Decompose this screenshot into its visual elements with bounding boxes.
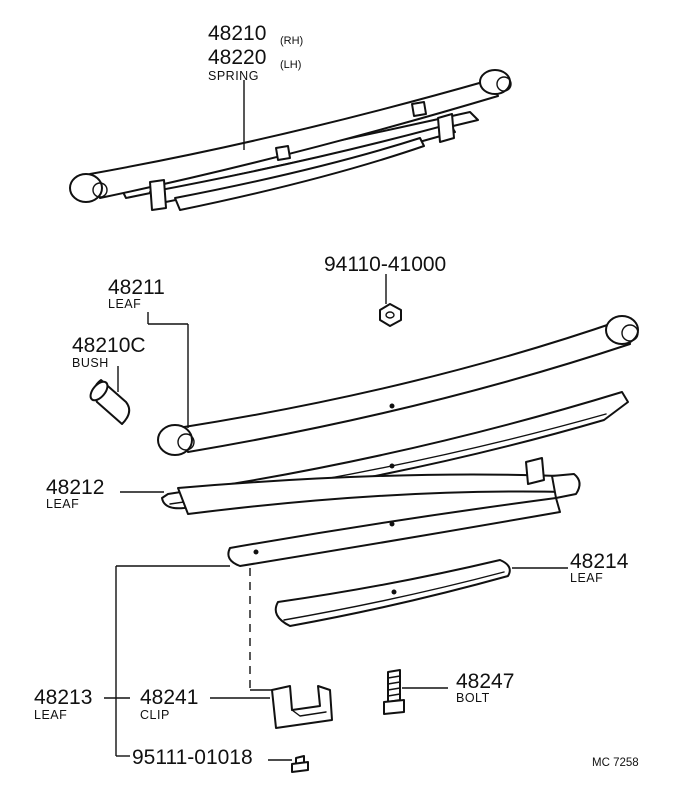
leaf-48214-label: LEAF: [570, 571, 603, 585]
clip-label: CLIP: [140, 708, 170, 722]
bolt-part-number: 48247: [456, 670, 514, 693]
nut-94110-41000: [379, 303, 402, 327]
leaf-48212-label: LEAF: [46, 497, 79, 511]
bolt-label: BOLT: [456, 691, 490, 705]
leader-lines: [104, 80, 568, 761]
diagram-code: MC 7258: [592, 757, 639, 769]
clip-part-number: 48241: [140, 686, 198, 709]
leaf-with-clip: [177, 457, 581, 515]
leaf-48212-part-number: 48212: [46, 476, 104, 499]
spring-lh-part-number: 48220: [208, 46, 266, 69]
bush-part-number: 48210C: [72, 334, 146, 357]
spring-rh-part-number: 48210: [208, 22, 266, 45]
spring-assembly: [69, 69, 512, 211]
spring-lh-tag: (LH): [280, 59, 301, 71]
screw-95111-01018: [291, 755, 309, 773]
leaf-48211-part-number: 48211: [108, 276, 165, 299]
bolt-48247: [383, 669, 405, 715]
bush-48210c: [89, 379, 131, 425]
clip-48241: [271, 685, 333, 729]
bush-label: BUSH: [72, 356, 109, 370]
spring-label: SPRING: [208, 69, 259, 83]
screw-part-number: 95111-01018: [132, 746, 253, 769]
leaf-48213-label: LEAF: [34, 708, 67, 722]
leaf-48214-part-number: 48214: [570, 550, 629, 573]
leaf-48211: [157, 315, 639, 456]
leaf-48213-part-number: 48213: [34, 686, 92, 709]
leaf-48211-label: LEAF: [108, 297, 141, 311]
leaf-48213: [227, 497, 561, 567]
spring-rh-tag: (RH): [280, 35, 303, 47]
nut-part-number: 94110-41000: [324, 253, 446, 276]
leaf-48214: [274, 559, 511, 627]
